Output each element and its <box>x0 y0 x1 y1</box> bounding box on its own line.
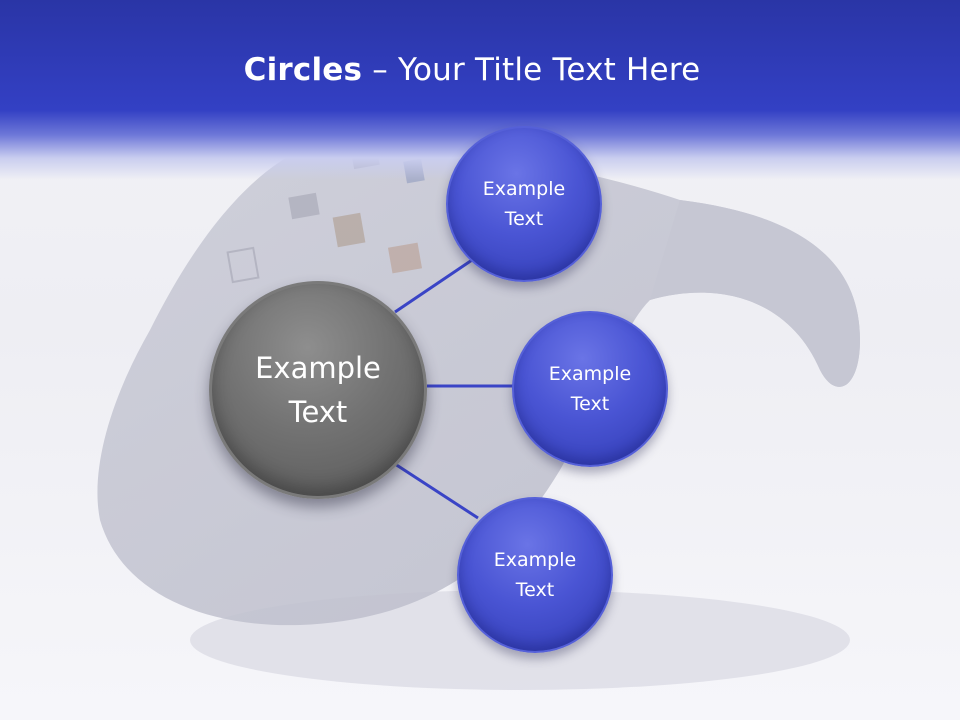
title-rest: – Your Title Text Here <box>362 52 701 88</box>
center-circle-text: Example Text <box>255 346 381 434</box>
center-circle-line2: Text <box>288 395 348 429</box>
node-bottom-line1: Example <box>493 549 577 571</box>
node-circle-middle[interactable]: Example Text <box>512 311 668 467</box>
center-circle[interactable]: Example Text <box>209 281 427 499</box>
node-circle-top-text: Example Text <box>483 174 565 234</box>
node-circle-middle-text: Example Text <box>549 359 631 419</box>
slide-title: Circles – Your Title Text Here <box>0 52 944 88</box>
node-top-line1: Example <box>482 178 566 200</box>
center-circle-line1: Example <box>255 351 381 385</box>
node-middle-line2: Text <box>570 393 610 415</box>
node-circle-bottom-text: Example Text <box>494 545 576 605</box>
title-bold: Circles <box>243 52 363 88</box>
node-top-line2: Text <box>504 208 544 230</box>
node-circle-top[interactable]: Example Text <box>446 126 602 282</box>
connector-line-top <box>394 254 479 314</box>
node-circle-bottom[interactable]: Example Text <box>457 497 613 653</box>
connector-line-bottom <box>394 462 479 520</box>
node-bottom-line2: Text <box>515 579 555 601</box>
node-middle-line1: Example <box>548 363 632 385</box>
